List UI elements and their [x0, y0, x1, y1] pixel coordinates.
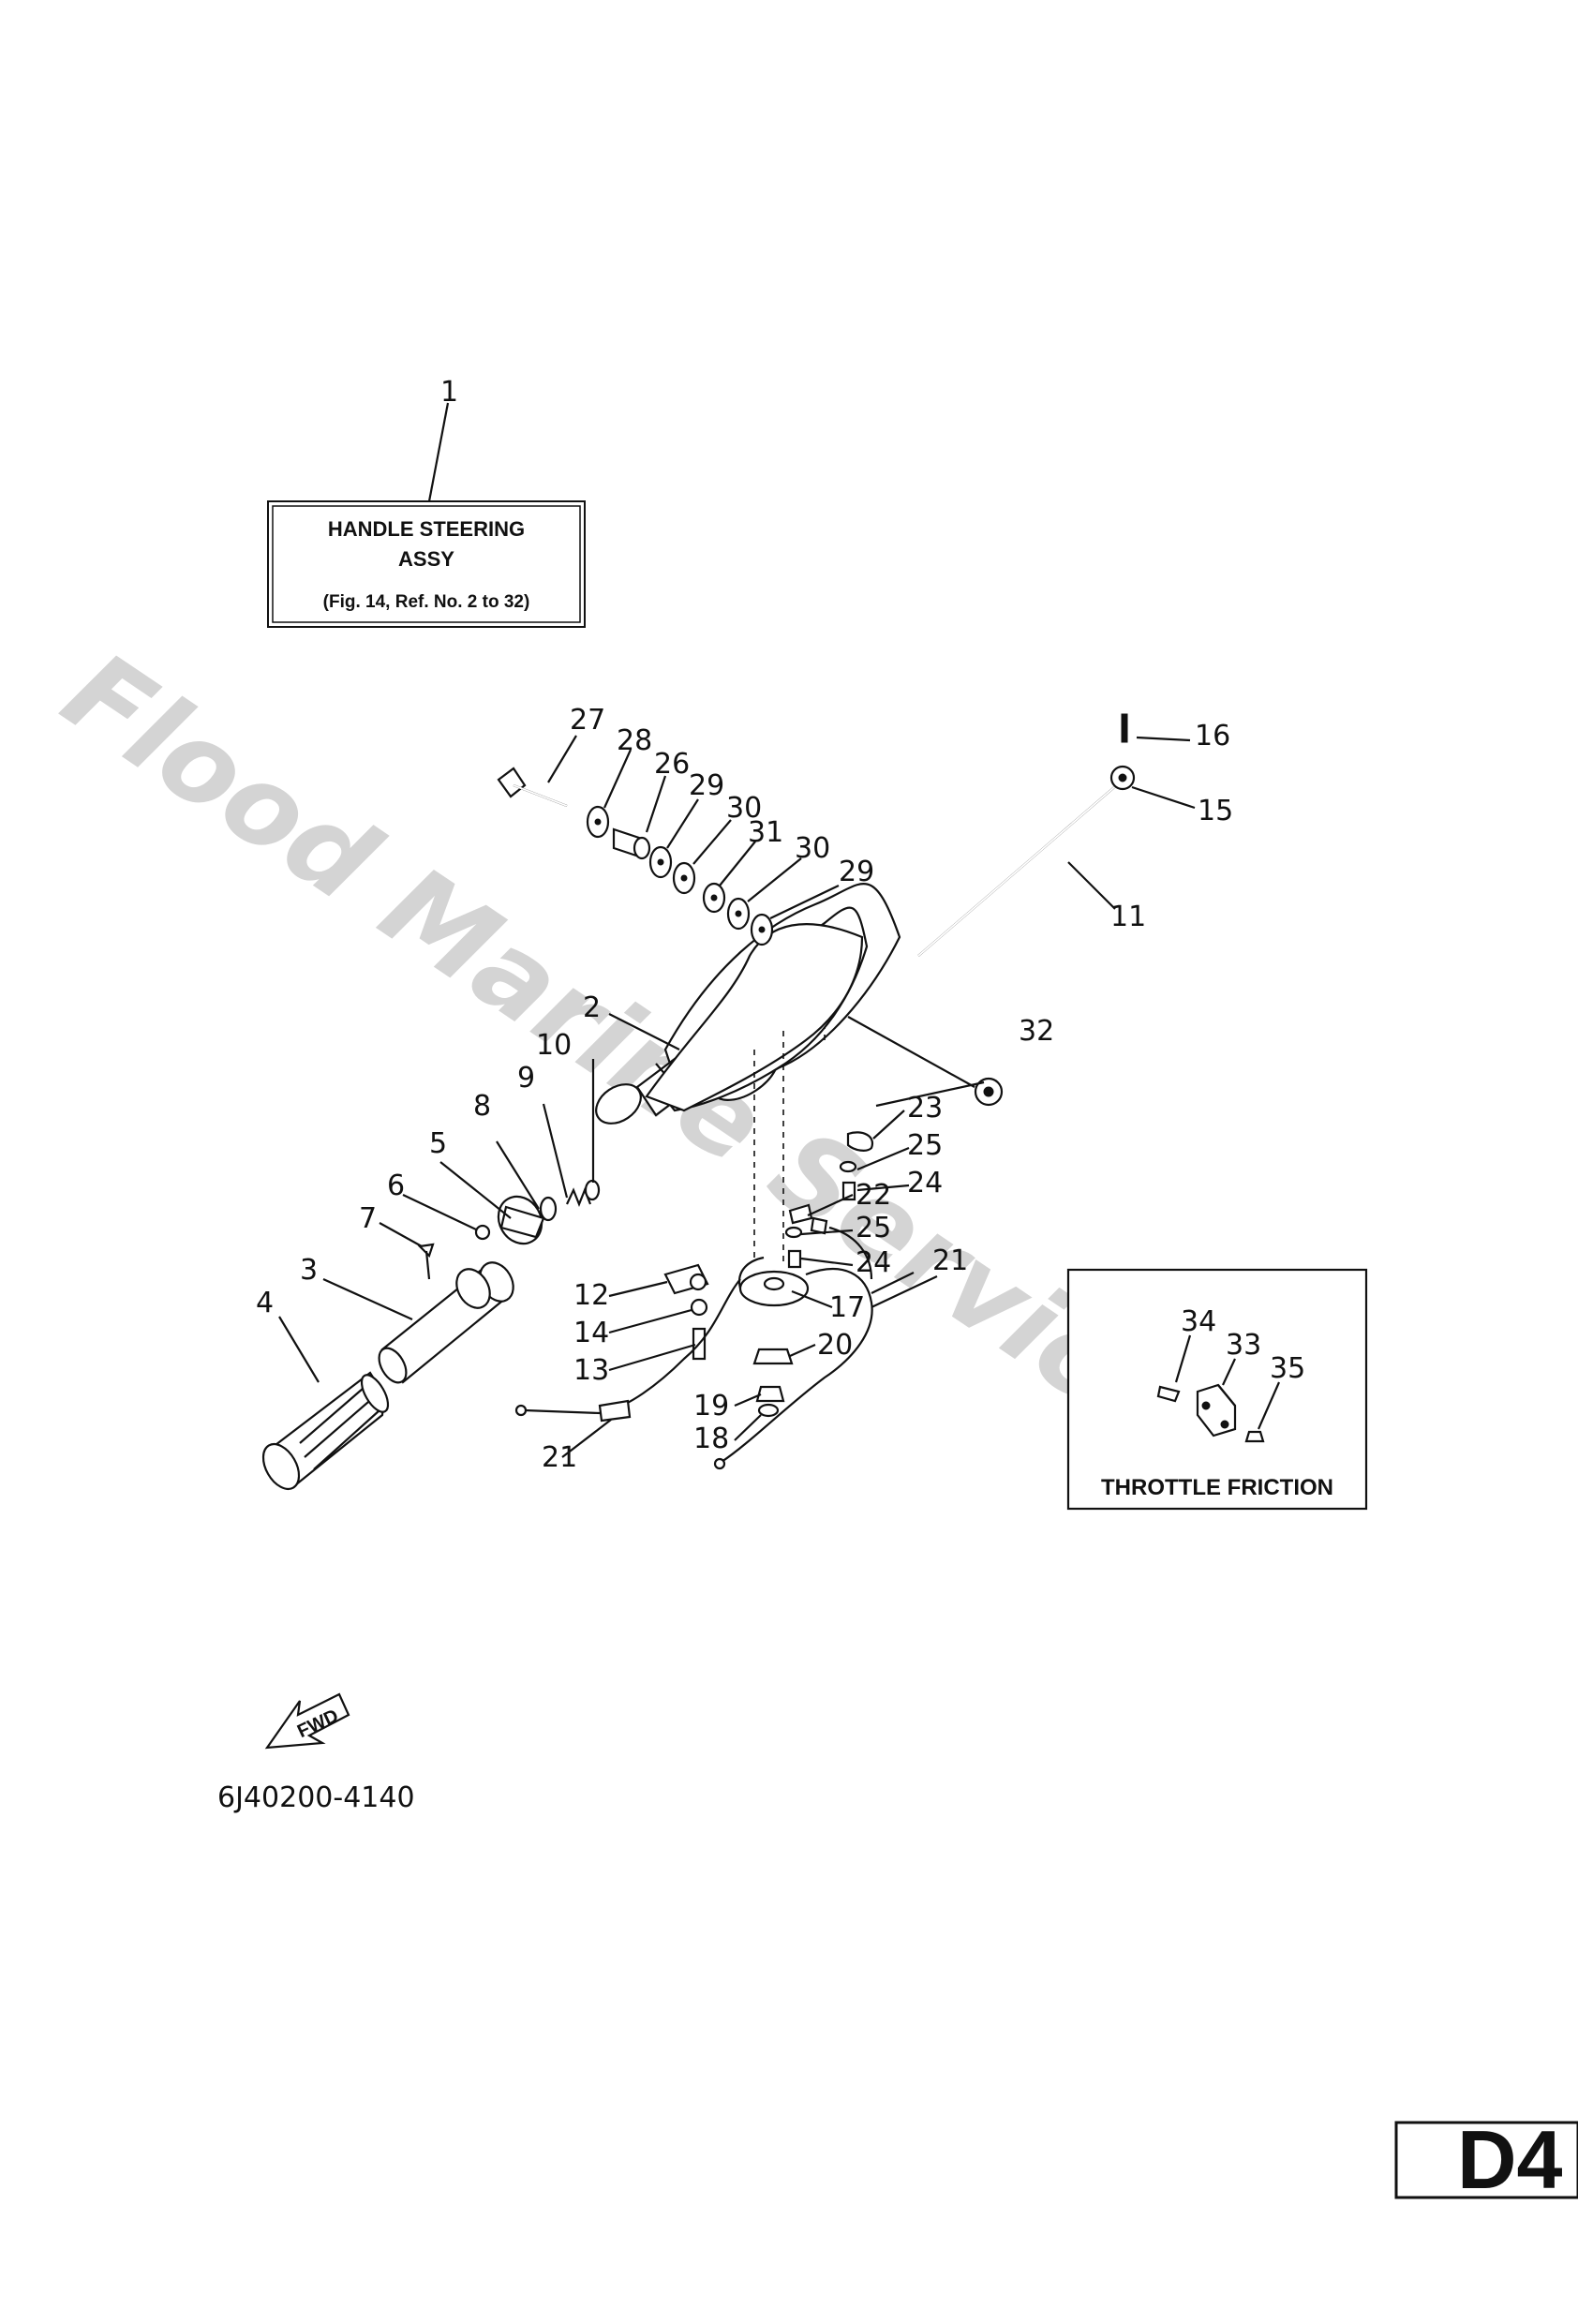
callout-3: 3: [300, 1254, 318, 1287]
throttle-friction-inset: 34 33 35 THROTTLE FRICTION: [1066, 1268, 1368, 1511]
leader-lines: [278, 735, 1196, 1458]
callout-29b: 29: [839, 856, 874, 888]
pivot-bolt-stack: [497, 767, 774, 946]
handle-steering-assy-box: HANDLE STEERING ASSY (Fig. 14, Ref. No. …: [267, 500, 586, 628]
throttle-cable-assembly: [514, 1031, 874, 1470]
callout-17: 17: [829, 1291, 865, 1324]
callout-7: 7: [359, 1202, 377, 1235]
callout-15: 15: [1198, 795, 1233, 827]
callout-4: 4: [256, 1287, 274, 1319]
callout-26: 26: [654, 748, 690, 781]
callout-25a: 25: [907, 1129, 943, 1162]
callout-30a: 30: [726, 792, 762, 825]
callout-31: 31: [748, 816, 783, 849]
box-title-line2: ASSY: [398, 547, 454, 571]
callout-24a: 24: [907, 1167, 943, 1199]
callout-34: 34: [1181, 1305, 1216, 1338]
callout-24b: 24: [856, 1246, 891, 1279]
callout-6: 6: [387, 1169, 405, 1202]
callout-35: 35: [1270, 1352, 1305, 1385]
box-title-line1: HANDLE STEERING: [328, 517, 525, 541]
callout-23: 23: [907, 1092, 943, 1125]
callout-13: 13: [573, 1354, 609, 1387]
callout-2: 2: [583, 991, 601, 1024]
callout-21a: 21: [542, 1441, 577, 1474]
callout-8: 8: [473, 1090, 491, 1123]
callout-25b: 25: [856, 1212, 891, 1244]
callout-33: 33: [1226, 1329, 1261, 1362]
fwd-arrow: FWD: [264, 1692, 350, 1750]
callout-20: 20: [817, 1329, 853, 1362]
callout-14: 14: [573, 1317, 609, 1349]
callout-21b: 21: [932, 1244, 968, 1277]
page-tag-label: D4: [1457, 2113, 1563, 2206]
callout-27: 27: [570, 704, 605, 737]
callout-19: 19: [693, 1390, 729, 1423]
callout-11: 11: [1110, 901, 1146, 933]
callout-32: 32: [1019, 1015, 1054, 1048]
callout-10: 10: [536, 1029, 572, 1062]
callout-12: 12: [573, 1279, 609, 1312]
tiller-arm: [645, 923, 864, 1112]
callout-29a: 29: [689, 769, 724, 802]
callout-16: 16: [1195, 720, 1230, 752]
throttle-grip-parts: [261, 1179, 601, 1490]
callout-labels: 1 27 28 26 29 30 31 30 29 16 15 11 2 32 …: [256, 376, 1233, 1474]
throttle-friction-label: THROTTLE FRICTION: [1101, 1475, 1333, 1500]
callout-30b: 30: [795, 832, 830, 865]
callout-28: 28: [617, 724, 652, 757]
page-tag: D4: [1394, 2113, 1578, 2206]
callout-9: 9: [517, 1062, 535, 1095]
part-code: 6J40200-4140: [217, 1781, 415, 1814]
box-reference-line: (Fig. 14, Ref. No. 2 to 32): [323, 592, 530, 612]
callout-18: 18: [693, 1423, 729, 1455]
callout-1: 1: [440, 376, 458, 409]
callout-22: 22: [856, 1179, 891, 1212]
callout-5: 5: [429, 1127, 447, 1160]
